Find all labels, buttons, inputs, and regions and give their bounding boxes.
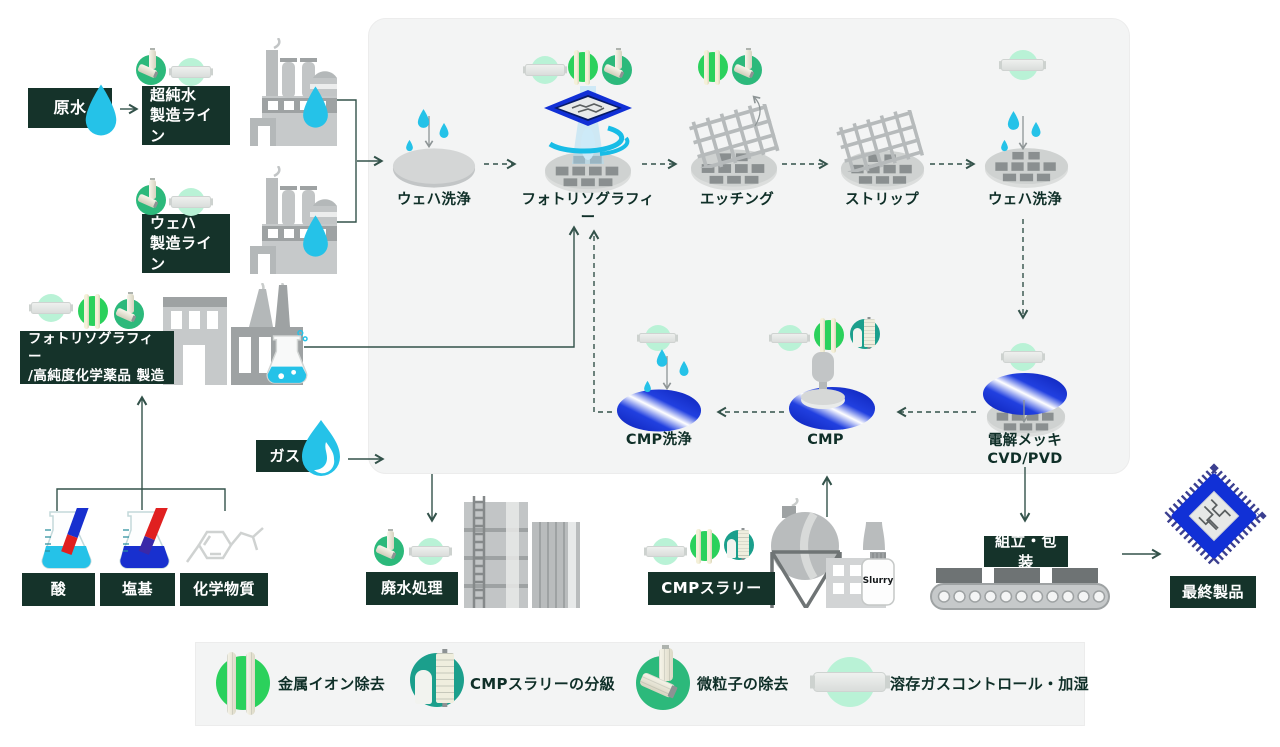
- cmp-cleaning-blue-wafer: [616, 388, 702, 433]
- etching-mesh-illustration: [686, 104, 781, 168]
- strip-label: ストリップ: [845, 192, 919, 208]
- gas-control-module-icon: [1002, 343, 1044, 371]
- legend-label-gas-control: 溶存ガスコントロール・加湿: [890, 675, 1089, 693]
- cmp-slurry-tag: CMPスラリー: [648, 572, 775, 605]
- gas-control-module-icon: [170, 58, 212, 86]
- metal-ion-removal-icon: [698, 50, 728, 85]
- raw-water-tag: 原水: [28, 88, 112, 128]
- cmp-slurry-classification-icon: [410, 648, 464, 713]
- final-product-label: 最終製品: [1181, 582, 1244, 601]
- assembly-label: 組立・包装: [994, 532, 1057, 571]
- plating-label-2: CVD/PVD: [987, 451, 1063, 468]
- acid-label: 酸: [50, 580, 67, 599]
- photochem-label-2: /高純度化学薬品 製造: [28, 367, 165, 384]
- gas-control-module-icon: [170, 188, 212, 216]
- dissolved-gas-control-icon: [812, 657, 887, 707]
- legend-label-metal-ion: 金属イオン除去: [278, 675, 386, 693]
- legend-label-particle: 微粒子の除去: [697, 675, 789, 693]
- wafer-cleaning-1-disc: [392, 146, 476, 190]
- final-product-tag: 最終製品: [1170, 576, 1256, 608]
- acid-beaker-illustration: [34, 508, 98, 570]
- gas-control-module-icon: [770, 325, 809, 351]
- gas-control-module-icon: [30, 294, 72, 322]
- wafer-cleaning-2-disc: [984, 146, 1069, 190]
- etching-label: エッチング: [700, 192, 774, 208]
- wastewater-tag: 廃水処理: [366, 572, 458, 605]
- molecule-illustration: [183, 520, 267, 570]
- upw-line-tag: 超純水 製造ライン: [142, 86, 230, 145]
- particle-filter-icon: [136, 178, 166, 215]
- legend-label-classification: CMPスラリーの分級: [470, 675, 615, 693]
- photochem-tag: フォトリソグラフィー /高純度化学薬品 製造: [20, 331, 174, 384]
- photolithography-mask-illustration: [538, 86, 638, 166]
- base-tag: 塩基: [100, 573, 175, 606]
- base-label: 塩基: [121, 580, 153, 599]
- gas-control-module-icon: [524, 56, 566, 84]
- cmp-polisher-illustration: [798, 350, 848, 410]
- upw-line-label-1: 超純水: [150, 86, 197, 105]
- upw-line-label-2: 製造ライン: [150, 106, 213, 145]
- chemical-beaker-illustration: [262, 328, 308, 386]
- conveyor-illustration: [930, 568, 1112, 610]
- wafer-cleaning-1-label: ウェハ洗浄: [397, 192, 471, 208]
- metal-ion-removal-icon: [78, 294, 108, 329]
- cmp-slurry-label: CMPスラリー: [661, 579, 762, 598]
- metal-ion-removal-icon: [568, 50, 598, 85]
- base-beaker-illustration: [112, 508, 176, 570]
- chemical-label: 化学物質: [192, 580, 255, 599]
- particle-filter-icon: [374, 529, 404, 566]
- gas-label: ガス: [269, 446, 301, 465]
- strip-mesh-illustration: [833, 110, 926, 172]
- cmp-cleaning-label: CMP洗浄: [625, 432, 693, 448]
- wafer-line-tag: ウェハ 製造ライン: [142, 214, 230, 273]
- gas-control-module-icon: [645, 538, 686, 565]
- slurry-classification-icon: [724, 527, 754, 563]
- metal-ion-removal-icon: [814, 318, 844, 353]
- metal-ion-removal-icon: [216, 652, 270, 715]
- slurry-classification-icon: [850, 316, 880, 352]
- wafer-cleaning-2-label: ウェハ洗浄: [988, 192, 1062, 208]
- gas-control-module-icon: [410, 538, 451, 565]
- particle-filter-icon: [602, 48, 632, 85]
- particle-filter-icon: [114, 292, 144, 329]
- plating-label: 電解メッキ CVD/PVD: [970, 432, 1080, 468]
- photolithography-label: フォトリソグラフィー: [521, 192, 655, 227]
- raw-water-label: 原水: [53, 98, 87, 118]
- wastewater-tanks-illustration: [450, 496, 582, 608]
- assembly-tag: 組立・包装: [984, 532, 1068, 571]
- chemical-tag: 化学物質: [180, 573, 268, 606]
- gas-control-module-icon: [1000, 50, 1045, 80]
- wafer-line-label-2: 製造ライン: [150, 234, 213, 273]
- photochem-label-1: フォトリソグラフィー: [28, 331, 154, 366]
- particle-filter-icon: [732, 48, 762, 85]
- metal-ion-removal-icon: [690, 529, 720, 564]
- wastewater-label: 廃水処理: [380, 579, 443, 598]
- plating-label-1: 電解メッキ: [988, 433, 1062, 449]
- wafer-factory-illustration: [222, 166, 337, 274]
- gas-tag: ガス: [256, 440, 314, 472]
- upw-factory-illustration: [222, 38, 337, 146]
- particle-removal-icon: [636, 644, 690, 711]
- final-chip-illustration: [1156, 458, 1272, 574]
- wafer-line-label-1: ウェハ: [150, 214, 197, 233]
- gas-control-module-icon: [638, 325, 677, 351]
- slurry-bottle-text: Slurry: [862, 576, 894, 586]
- cmp-label: CMP: [807, 432, 844, 448]
- acid-tag: 酸: [22, 573, 95, 606]
- particle-filter-icon: [136, 48, 166, 85]
- plating-blue-wafer: [982, 372, 1068, 416]
